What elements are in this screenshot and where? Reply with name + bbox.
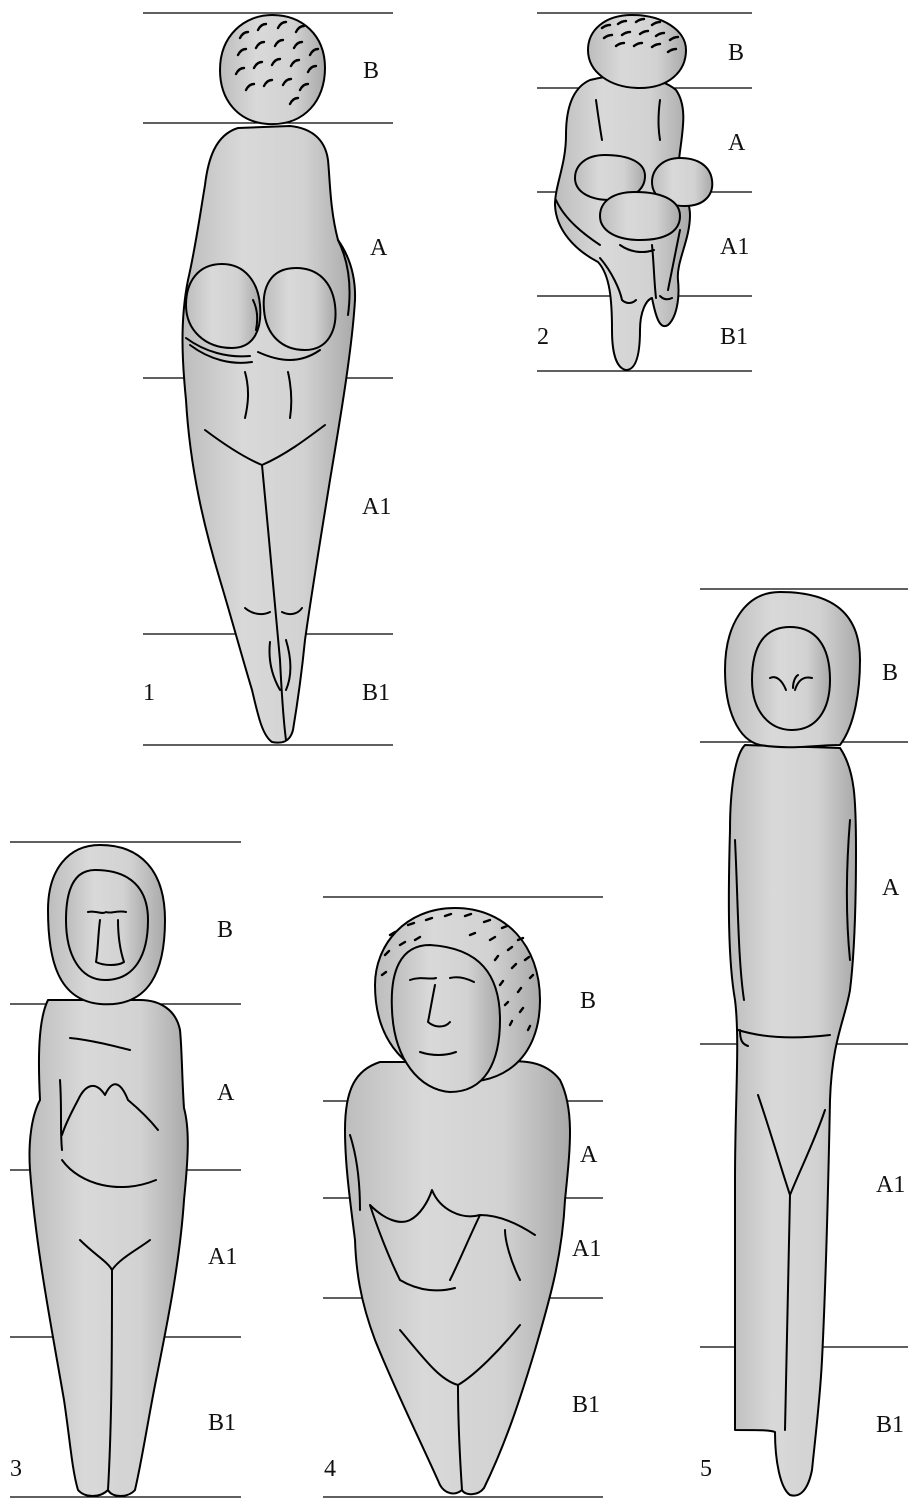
figure-2-label-B1: B1 (720, 324, 748, 350)
figure-3-label-A1: A1 (208, 1244, 237, 1270)
figure-2: B A A1 B1 2 (537, 13, 752, 371)
figure-2-label-A: A (728, 130, 746, 156)
figure-4-label-B: B (580, 988, 596, 1014)
figure-3-label-B: B (217, 917, 233, 943)
figure-3-label-B1: B1 (208, 1410, 236, 1436)
figure-2-number: 2 (537, 324, 549, 350)
figure-4-drawing (345, 908, 570, 1494)
figure-3-drawing (29, 845, 187, 1496)
figure-5-label-B: B (882, 660, 898, 686)
figure-4-label-A: A (580, 1142, 598, 1168)
figure-4-label-A1: A1 (572, 1236, 601, 1262)
figure-2-label-A1: A1 (720, 234, 749, 260)
figure-1-label-B: B (363, 58, 379, 84)
figure-2-label-B: B (728, 40, 744, 66)
figure-4-label-B1: B1 (572, 1392, 600, 1418)
figure-4: B A A1 B1 4 (323, 897, 603, 1497)
figure-3-label-A: A (217, 1080, 235, 1106)
figure-5-label-A1: A1 (876, 1172, 905, 1198)
figure-5-label-A: A (882, 875, 900, 901)
figure-1-label-A: A (370, 235, 388, 261)
figure-1: B A A1 B1 1 (143, 13, 393, 745)
figure-3: B A A1 B1 3 (10, 842, 241, 1497)
figure-5-label-B1: B1 (876, 1412, 904, 1438)
figure-5-number: 5 (700, 1456, 712, 1482)
figure-1-number: 1 (143, 680, 155, 706)
figure-3-number: 3 (10, 1456, 22, 1482)
figure-1-label-B1: B1 (362, 680, 390, 706)
figure-2-drawing (555, 15, 712, 370)
figure-1-label-A1: A1 (362, 494, 391, 520)
figure-4-number: 4 (324, 1456, 336, 1482)
figure-5: B A A1 B1 5 (700, 589, 908, 1496)
